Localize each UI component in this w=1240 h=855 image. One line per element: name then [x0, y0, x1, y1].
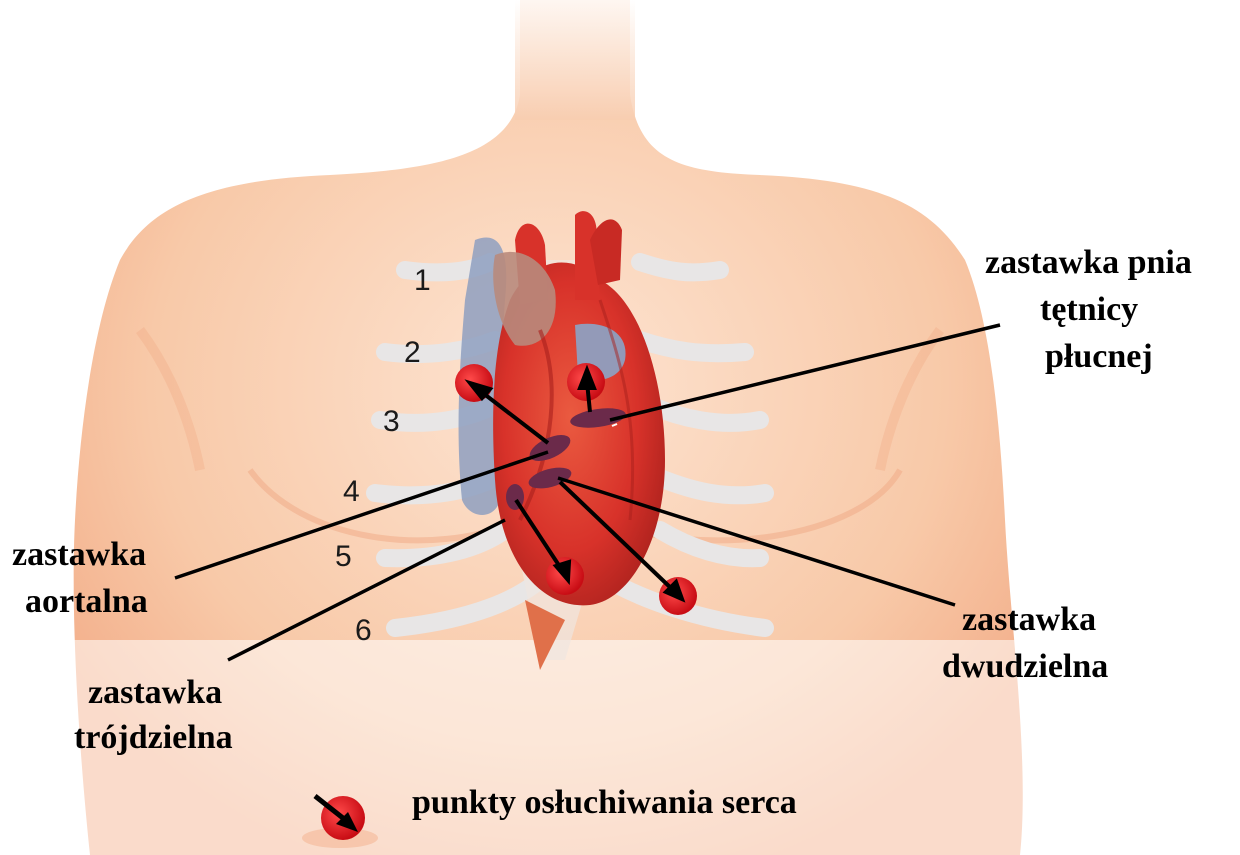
rib-number-5: 5	[335, 540, 352, 573]
label-pulmonary-valve: zastawka pnia	[985, 243, 1192, 283]
label-mitral-valve: zastawka	[962, 600, 1096, 640]
label-pulmonary-valve-3: płucnej	[1045, 337, 1153, 377]
rib-number-1: 1	[414, 264, 431, 297]
rib-number-4: 4	[343, 475, 360, 508]
label-mitral-valve-line-1: zastawka	[962, 600, 1096, 640]
label-tricuspid-valve-2: trójdzielna	[74, 718, 233, 758]
label-pulmonary-valve-line-2: tętnicy	[1040, 290, 1138, 330]
label-mitral-valve-2: dwudzielna	[942, 647, 1108, 687]
label-tricuspid-valve-line-2: trójdzielna	[74, 718, 233, 758]
rib-number-6: 6	[355, 614, 372, 647]
label-tricuspid-valve-line-1: zastawka	[88, 673, 222, 713]
label-tricuspid-valve: zastawka	[88, 673, 222, 713]
legend-label: punkty osłuchiwania serca	[412, 784, 797, 822]
label-pulmonary-valve-2: tętnicy	[1040, 290, 1138, 330]
label-mitral-valve-line-2: dwudzielna	[942, 647, 1108, 687]
label-aortic-valve-2: aortalna	[25, 582, 148, 622]
rib-number-3: 3	[383, 405, 400, 438]
label-pulmonary-valve-line-1: zastawka pnia	[985, 243, 1192, 283]
label-aortic-valve: zastawka	[12, 535, 146, 575]
label-aortic-valve-line-1: zastawka	[12, 535, 146, 575]
rib-number-2: 2	[404, 336, 421, 369]
label-pulmonary-valve-line-3: płucnej	[1045, 337, 1153, 377]
label-aortic-valve-line-2: aortalna	[25, 582, 148, 622]
